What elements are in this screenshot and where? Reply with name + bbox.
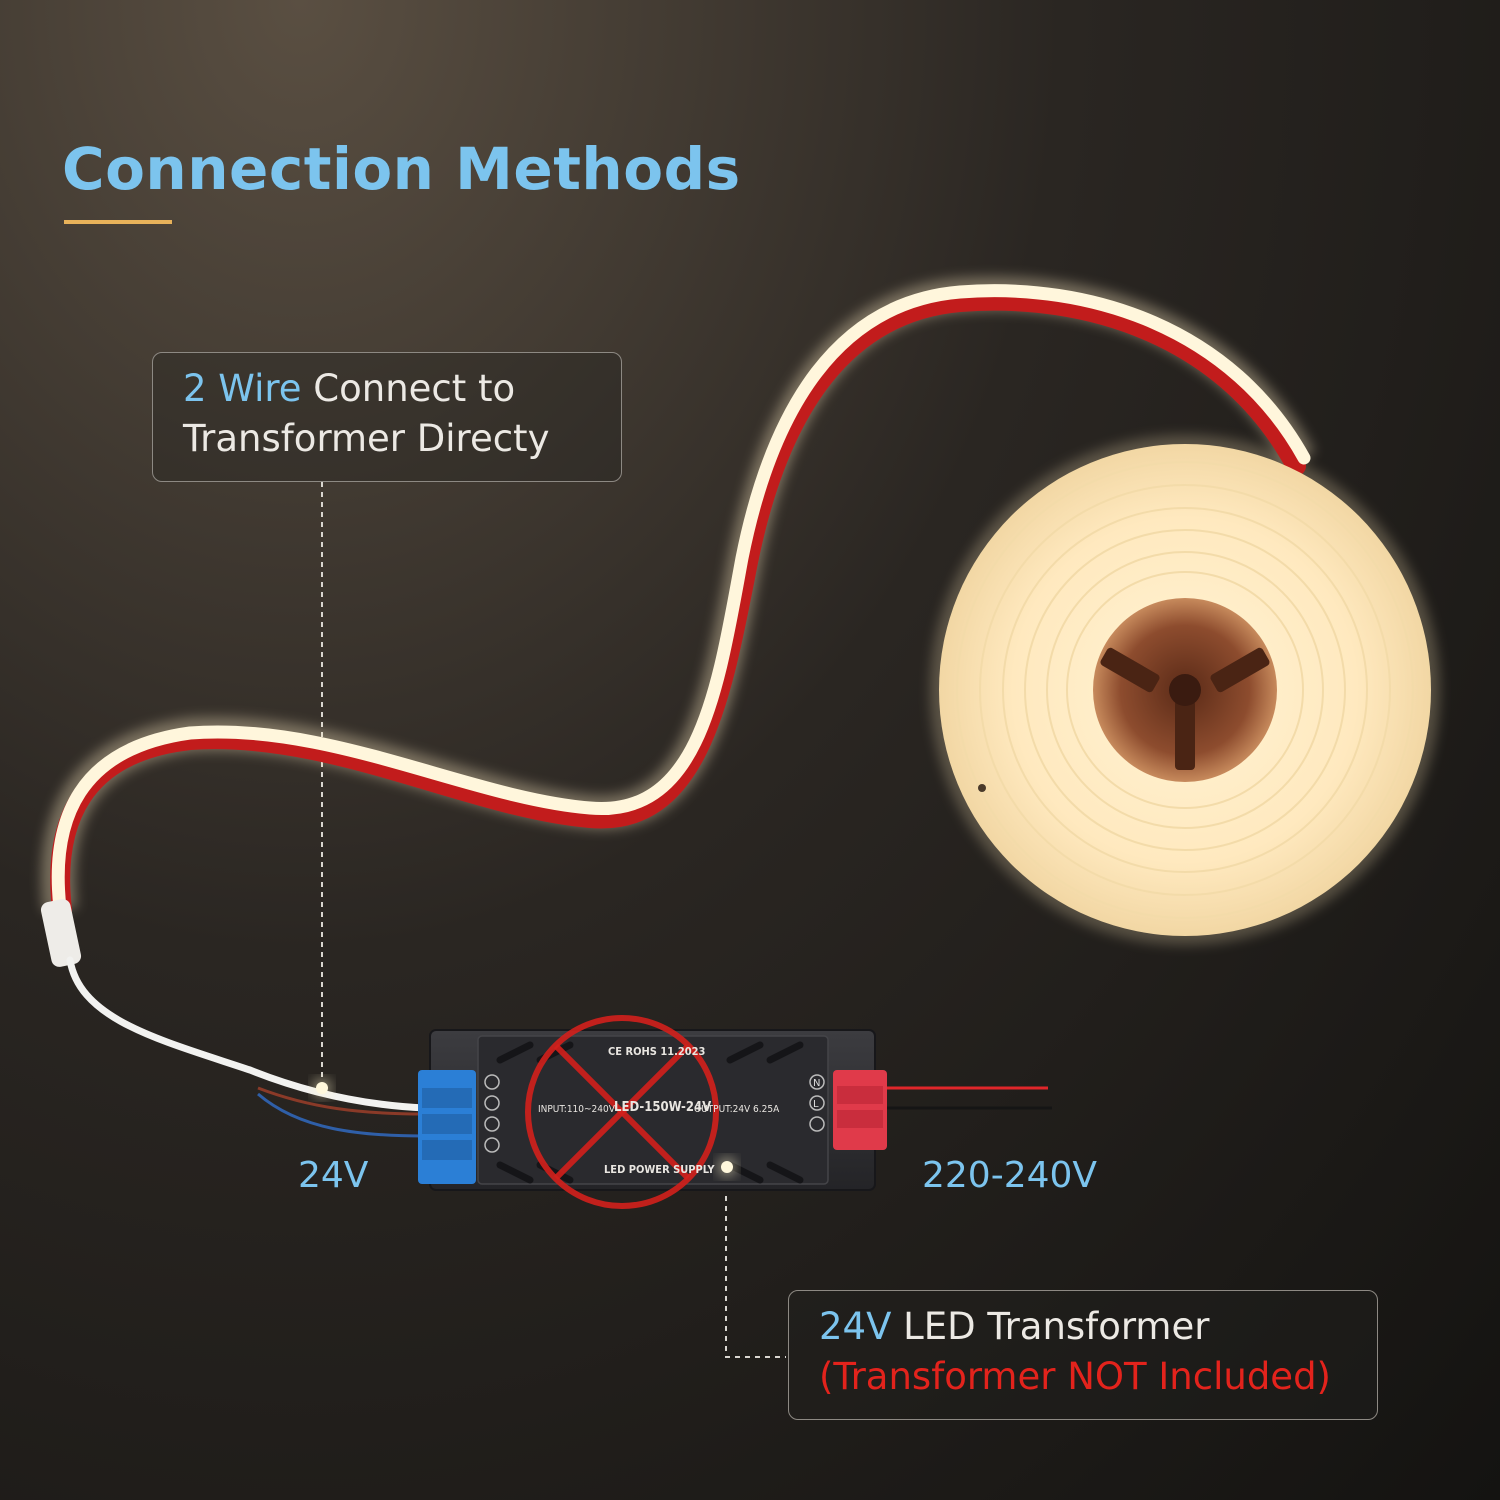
input-voltage-label: 220-240V (922, 1155, 1098, 1196)
callout-wire-line1: 2 Wire Connect to (183, 367, 515, 410)
not-included-icon (525, 1015, 719, 1209)
title-underline (64, 220, 172, 224)
wire-connection-callout: 2 Wire Connect to Transformer Directy (152, 352, 622, 482)
output-wires (66, 956, 429, 1138)
leader-line-transformer (725, 1176, 786, 1358)
callout-transformer-line1: 24V LED Transformer (819, 1305, 1209, 1348)
marker-dot-wire (316, 1082, 328, 1094)
callout-transformer-note: (Transformer NOT Included) (819, 1355, 1331, 1398)
output-voltage-label: 24V (298, 1155, 369, 1196)
led-strip (40, 276, 1315, 967)
callout-transformer-text: LED Transformer (891, 1305, 1210, 1348)
transformer-callout: 24V LED Transformer (Transformer NOT Inc… (788, 1290, 1378, 1420)
psu-cert-label: CE ROHS 11.2023 (608, 1045, 706, 1058)
output-terminal-block (418, 1070, 476, 1184)
callout-wire-line2: Transformer Directy (183, 417, 550, 460)
input-terminal-block (833, 1070, 887, 1150)
psu-input-label: INPUT:110~240V (538, 1104, 615, 1115)
psu-name-label: LED POWER SUPPLY (604, 1163, 715, 1176)
terminal-n-label: N (813, 1078, 820, 1089)
callout-wire-highlight: 2 Wire (183, 367, 302, 410)
marker-dot-transformer (721, 1161, 733, 1173)
led-strip-reel (939, 444, 1431, 936)
terminal-l-label: L (813, 1099, 819, 1110)
input-wires (885, 1086, 1052, 1110)
psu-output-label: OUTPUT:24V 6.25A (694, 1104, 780, 1115)
callout-wire-text: Connect to (301, 367, 516, 410)
page-title: Connection Methods (62, 135, 741, 203)
callout-transformer-highlight: 24V (819, 1305, 892, 1348)
psu-model-label: LED-150W-24V (614, 1100, 712, 1115)
